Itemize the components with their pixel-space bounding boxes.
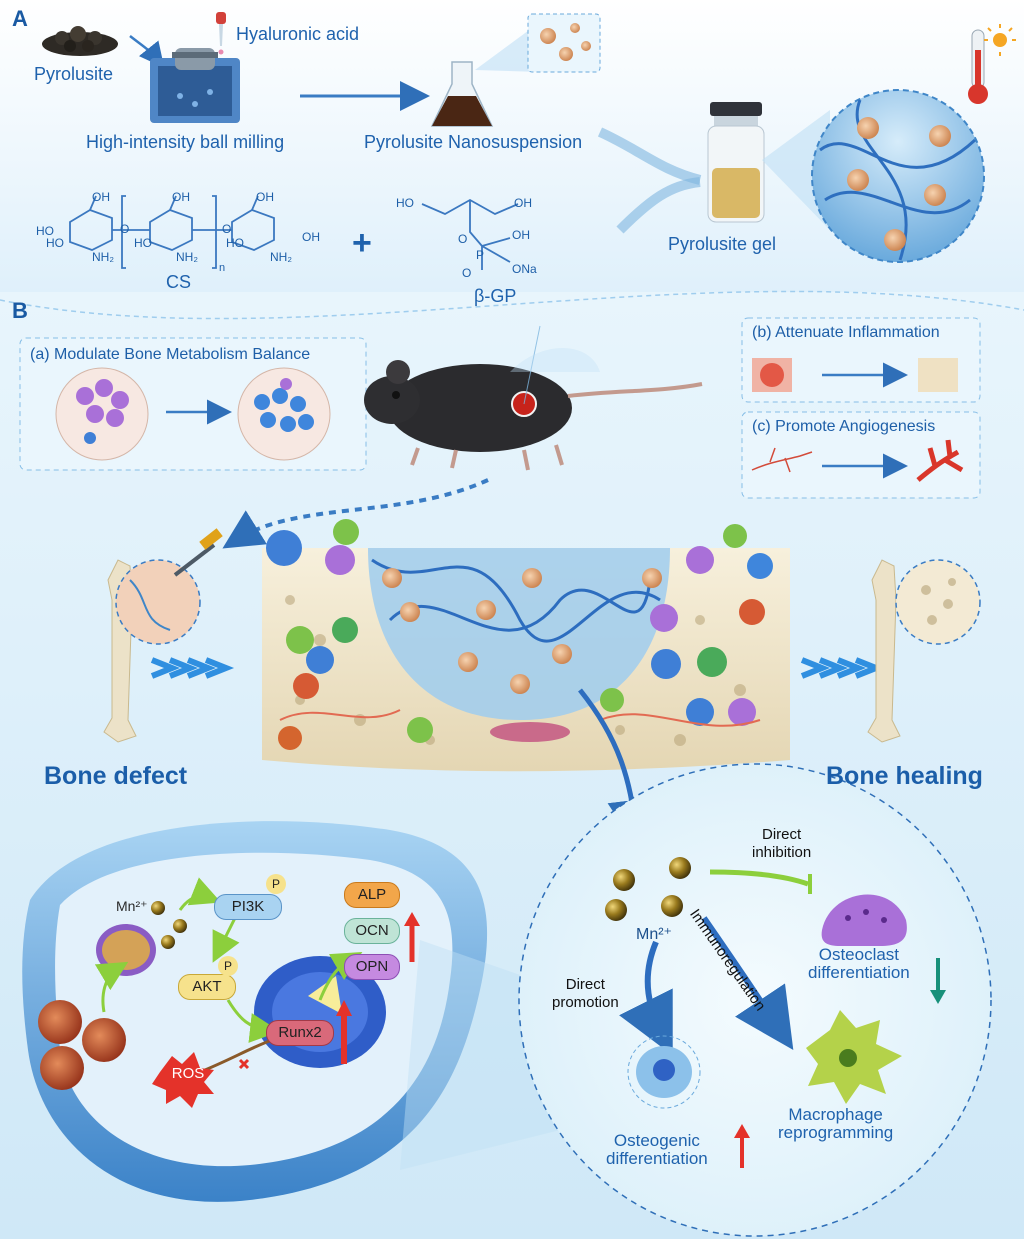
macrophage-cell [806, 1010, 902, 1104]
bgp-ona: ONa [512, 262, 537, 276]
pi3k-phospho: P [266, 874, 286, 894]
gel-vial-icon [707, 102, 765, 223]
bone-tissue-block [262, 519, 790, 772]
dropper-icon [216, 12, 226, 55]
chem-ho3: HO [134, 236, 152, 250]
box-c-title: (c) Promote Angiogenesis [752, 418, 936, 435]
opn-node: OPN [344, 954, 400, 980]
bone-defect-label: Bone defect [44, 762, 188, 790]
mouse-illustration [364, 325, 703, 471]
osteoclast-cell [821, 894, 907, 946]
flask-icon [430, 61, 494, 127]
chem-nh2b: NH₂ [176, 250, 198, 264]
bgp-label: β-GP [474, 286, 517, 306]
chem-oh4: OH [302, 230, 320, 244]
chem-n: n [219, 262, 226, 274]
chem-oh2: OH [172, 190, 190, 204]
bgp-oh2: OH [512, 228, 530, 242]
akt-phospho: P [218, 956, 238, 976]
box-b-title: (b) Attenuate Inflammation [752, 324, 940, 341]
chem-oh1: OH [92, 190, 110, 204]
cell-mn-label: Mn²⁺ [116, 898, 148, 914]
chem-ho1: HO [36, 224, 54, 238]
ros-node: ROS [171, 1065, 205, 1082]
bgp-oh: OH [514, 196, 532, 210]
panel-a-letter: A [12, 6, 28, 31]
chem-nh2c: NH₂ [270, 250, 292, 264]
bgp-o2: O [462, 266, 472, 280]
pyrolusite-label: Pyrolusite [34, 64, 114, 84]
pi3k-node: PI3K [214, 894, 282, 920]
box-a-title: (a) Modulate Bone Metabolism Balance [30, 346, 311, 363]
thermometer-icon [968, 29, 988, 104]
femur-healed-icon [867, 559, 981, 743]
ball-milling-label: High-intensity ball milling [86, 132, 285, 152]
chitosan-structure [69, 195, 275, 269]
chem-oh3: OH [256, 190, 274, 204]
cs-label: CS [166, 272, 192, 292]
chem-ho4: HO [226, 236, 244, 250]
chem-o1: O [120, 222, 130, 236]
runx2-node: Runx2 [266, 1020, 334, 1046]
ocn-node: OCN [344, 918, 400, 944]
nanosuspension-label: Pyrolusite Nanosuspension [364, 132, 583, 152]
chem-o3: O [222, 222, 232, 236]
bone-healing-label: Bone healing [826, 762, 983, 790]
plus-sign: + [352, 224, 372, 262]
pyrolusite-gel-label: Pyrolusite gel [668, 234, 777, 254]
panel-b-letter: B [12, 298, 28, 323]
bgp-o: O [458, 232, 468, 246]
osteoblast-cell [627, 1035, 701, 1109]
alp-node: ALP [344, 882, 400, 908]
sun-icon [984, 24, 1016, 56]
chem-nh2a: NH₂ [92, 250, 114, 264]
femur-defect-icon [103, 528, 223, 743]
bgp-p: P [476, 248, 485, 262]
akt-node: AKT [178, 974, 236, 1000]
chem-ho2: HO [46, 236, 64, 250]
ball-mill-icon [150, 48, 240, 123]
circle-mn-label: Mn²⁺ [636, 926, 672, 943]
bgp-ho: HO [396, 196, 414, 210]
pyrolusite-pile-icon [42, 26, 118, 56]
hyaluronic-acid-label: Hyaluronic acid [236, 24, 360, 44]
beta-gp-structure [421, 198, 519, 270]
